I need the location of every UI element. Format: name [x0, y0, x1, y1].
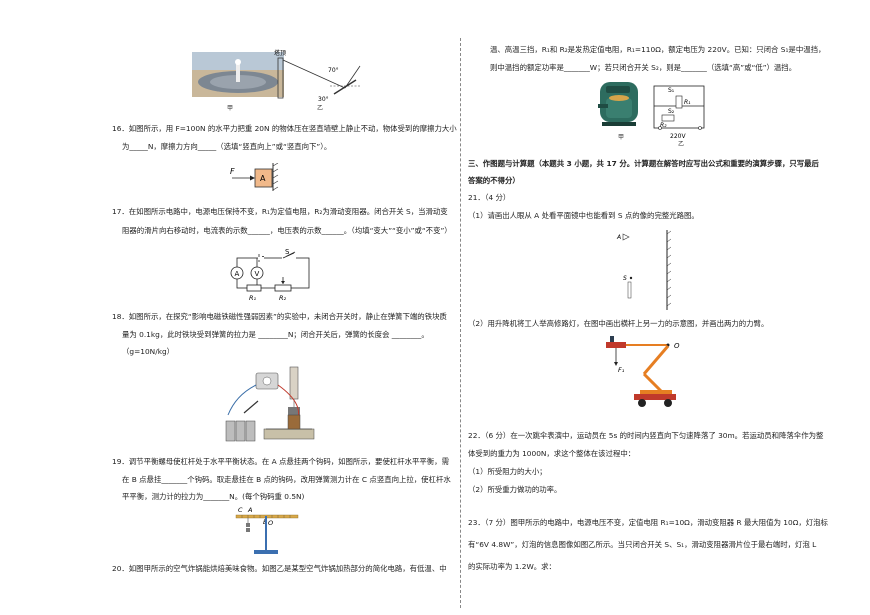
s1-label: S₁	[668, 87, 675, 94]
q16-figure: F A	[228, 162, 298, 191]
q21-part1: （1）请画出人眼从 A 处看平面镜中也能看到 S 点的像的完整光路图。	[468, 211, 699, 220]
caption-a: 甲	[227, 105, 234, 112]
point-s-label: S	[623, 275, 627, 282]
q18-line2: 量为 0.1kg，此时铁块受到弹簧的拉力是 ________N；闭合开关后，弹簧…	[122, 330, 429, 339]
point-a-eye-label: A	[616, 234, 621, 241]
voltage-label: 220V	[670, 133, 686, 140]
q21-head: 21．（4 分）	[468, 193, 511, 202]
angle-70: 70°	[328, 67, 339, 74]
r1-label: R₁	[249, 294, 257, 302]
pivot-o-lift-label: O	[674, 342, 680, 350]
q22-line1: 22．（6 分）在一次跳伞表演中，运动员在 5s 的时间内竖直向下匀速降落了 3…	[468, 431, 824, 440]
q16-line2: 为_____N，摩擦力方向_____（选填“竖直向上”或“竖直向下”）。	[122, 142, 332, 151]
eye-icon	[622, 233, 630, 241]
r1-label-right: R₁	[684, 99, 691, 106]
switch-s-label: S	[285, 248, 290, 256]
q17-line1: 17．在如图所示电路中，电源电压保持不变，R₁为定值电阻，R₂为滑动变阻器。闭合…	[112, 207, 448, 216]
caption-b: 乙	[317, 105, 324, 112]
q20-line1: 20．如图甲所示的空气炸锅能烘焙美味食物。如图乙是某型空气炸锅加热部分的简化电路…	[112, 564, 447, 573]
caption-b-right: 乙	[678, 141, 685, 148]
q18-line1: 18．如图所示，在探究“影响电磁铁磁性强弱因素”的实验中，未闭合开关时，静止在弹…	[112, 312, 447, 321]
tower-label: 塔顶	[274, 49, 286, 57]
q21-part2: （2）用升降机将工人举高修路灯，在图中画出横杆上另一力的示意图，并画出两力的力臂…	[468, 319, 769, 328]
q19-lever: C A B O	[232, 503, 302, 555]
q20-cont-line2: 则中温挡的额定功率是_______W；若只闭合开关 S₂，则是_______（选…	[490, 63, 797, 72]
point-a-label: A	[247, 506, 252, 514]
q18-apparatus	[216, 365, 326, 453]
block-a	[254, 168, 273, 188]
q22-line2: 体受到的重力为 1000N，求这个整体在该过程中：	[468, 449, 636, 458]
force-f-label: F	[230, 167, 235, 176]
block-a-label: A	[260, 174, 266, 183]
section3-line1: 三、作图题与计算题（本题共 3 小题，共 17 分。计算题在解答时应写出公式和重…	[468, 159, 819, 168]
tower-diagram: 塔顶 70° 30°	[270, 46, 370, 106]
q18-line3: （g=10N/kg）	[122, 347, 175, 356]
q23-line3: 的实际功率为 1.2W。求：	[468, 562, 556, 571]
angle-30: 30°	[318, 96, 329, 103]
q22-line4: （2）所受重力做功的功率。	[468, 485, 562, 494]
left-column: 甲 塔顶 70° 30° 乙 16．如图所示，用 F=100N 的水平力把重 2…	[112, 0, 457, 615]
q17-line2: 阻器的滑片向右移动时，电流表的示数______，电压表的示数______。（均填…	[122, 226, 452, 235]
q19-line1: 19．调节平衡螺母使杠杆处于水平平衡状态。在 A 点悬挂两个钩码，如图所示，要使…	[112, 457, 449, 466]
lift-figure: O F₁	[602, 334, 692, 410]
mirror-figure: A S	[613, 228, 683, 314]
q19-line3: 平平衡，测力计的拉力为_______N。(每个钩码重 0.5N)	[122, 492, 305, 501]
ammeter-label: A	[235, 270, 240, 278]
voltmeter-label: V	[255, 270, 260, 278]
solar-plant-photo	[192, 52, 284, 97]
right-column: 温、高温三挡，R₁和 R₂是发热定值电阻，R₁=110Ω，额定电压为 220V。…	[468, 0, 828, 615]
q23-line1: 23．（7 分）图甲所示的电路中，电源电压不变，定值电阻 R₁=10Ω，滑动变阻…	[468, 518, 828, 527]
r2-label: R₂	[279, 294, 287, 302]
q23-line2: 有“6V 4.8W”，灯泡的信息图像如图乙所示。当只闭合开关 S、S₁，滑动变阻…	[468, 540, 817, 549]
q16-line1: 16．如图所示，用 F=100N 的水平力把重 20N 的物体压在竖直墙壁上静止…	[112, 124, 457, 133]
pivot-o-label: O	[268, 519, 273, 527]
r2-label-right: R₂	[660, 122, 667, 129]
caption-a-right: 甲	[618, 134, 625, 141]
q17-circuit: S A V R₁ R₂	[227, 244, 317, 302]
q20-cont-line1: 温、高温三挡，R₁和 R₂是发热定值电阻，R₁=110Ω，额定电压为 220V。…	[490, 45, 826, 54]
air-fryer-image	[596, 78, 646, 134]
s2-label: S₂	[668, 108, 675, 115]
q22-line3: （1）所受阻力的大小；	[468, 467, 547, 476]
point-c-label: C	[238, 506, 243, 514]
section3-line2: 答案的不得分）	[468, 176, 520, 185]
column-divider	[460, 38, 461, 608]
fryer-circuit: S₁ S₂ R₁ R₂ 220V	[650, 80, 710, 140]
q19-line2: 在 B 点悬挂_______个钩码。取走悬挂在 B 点的钩码，改用弹簧测力计在 …	[122, 475, 451, 484]
force-f1-label: F₁	[618, 366, 625, 374]
